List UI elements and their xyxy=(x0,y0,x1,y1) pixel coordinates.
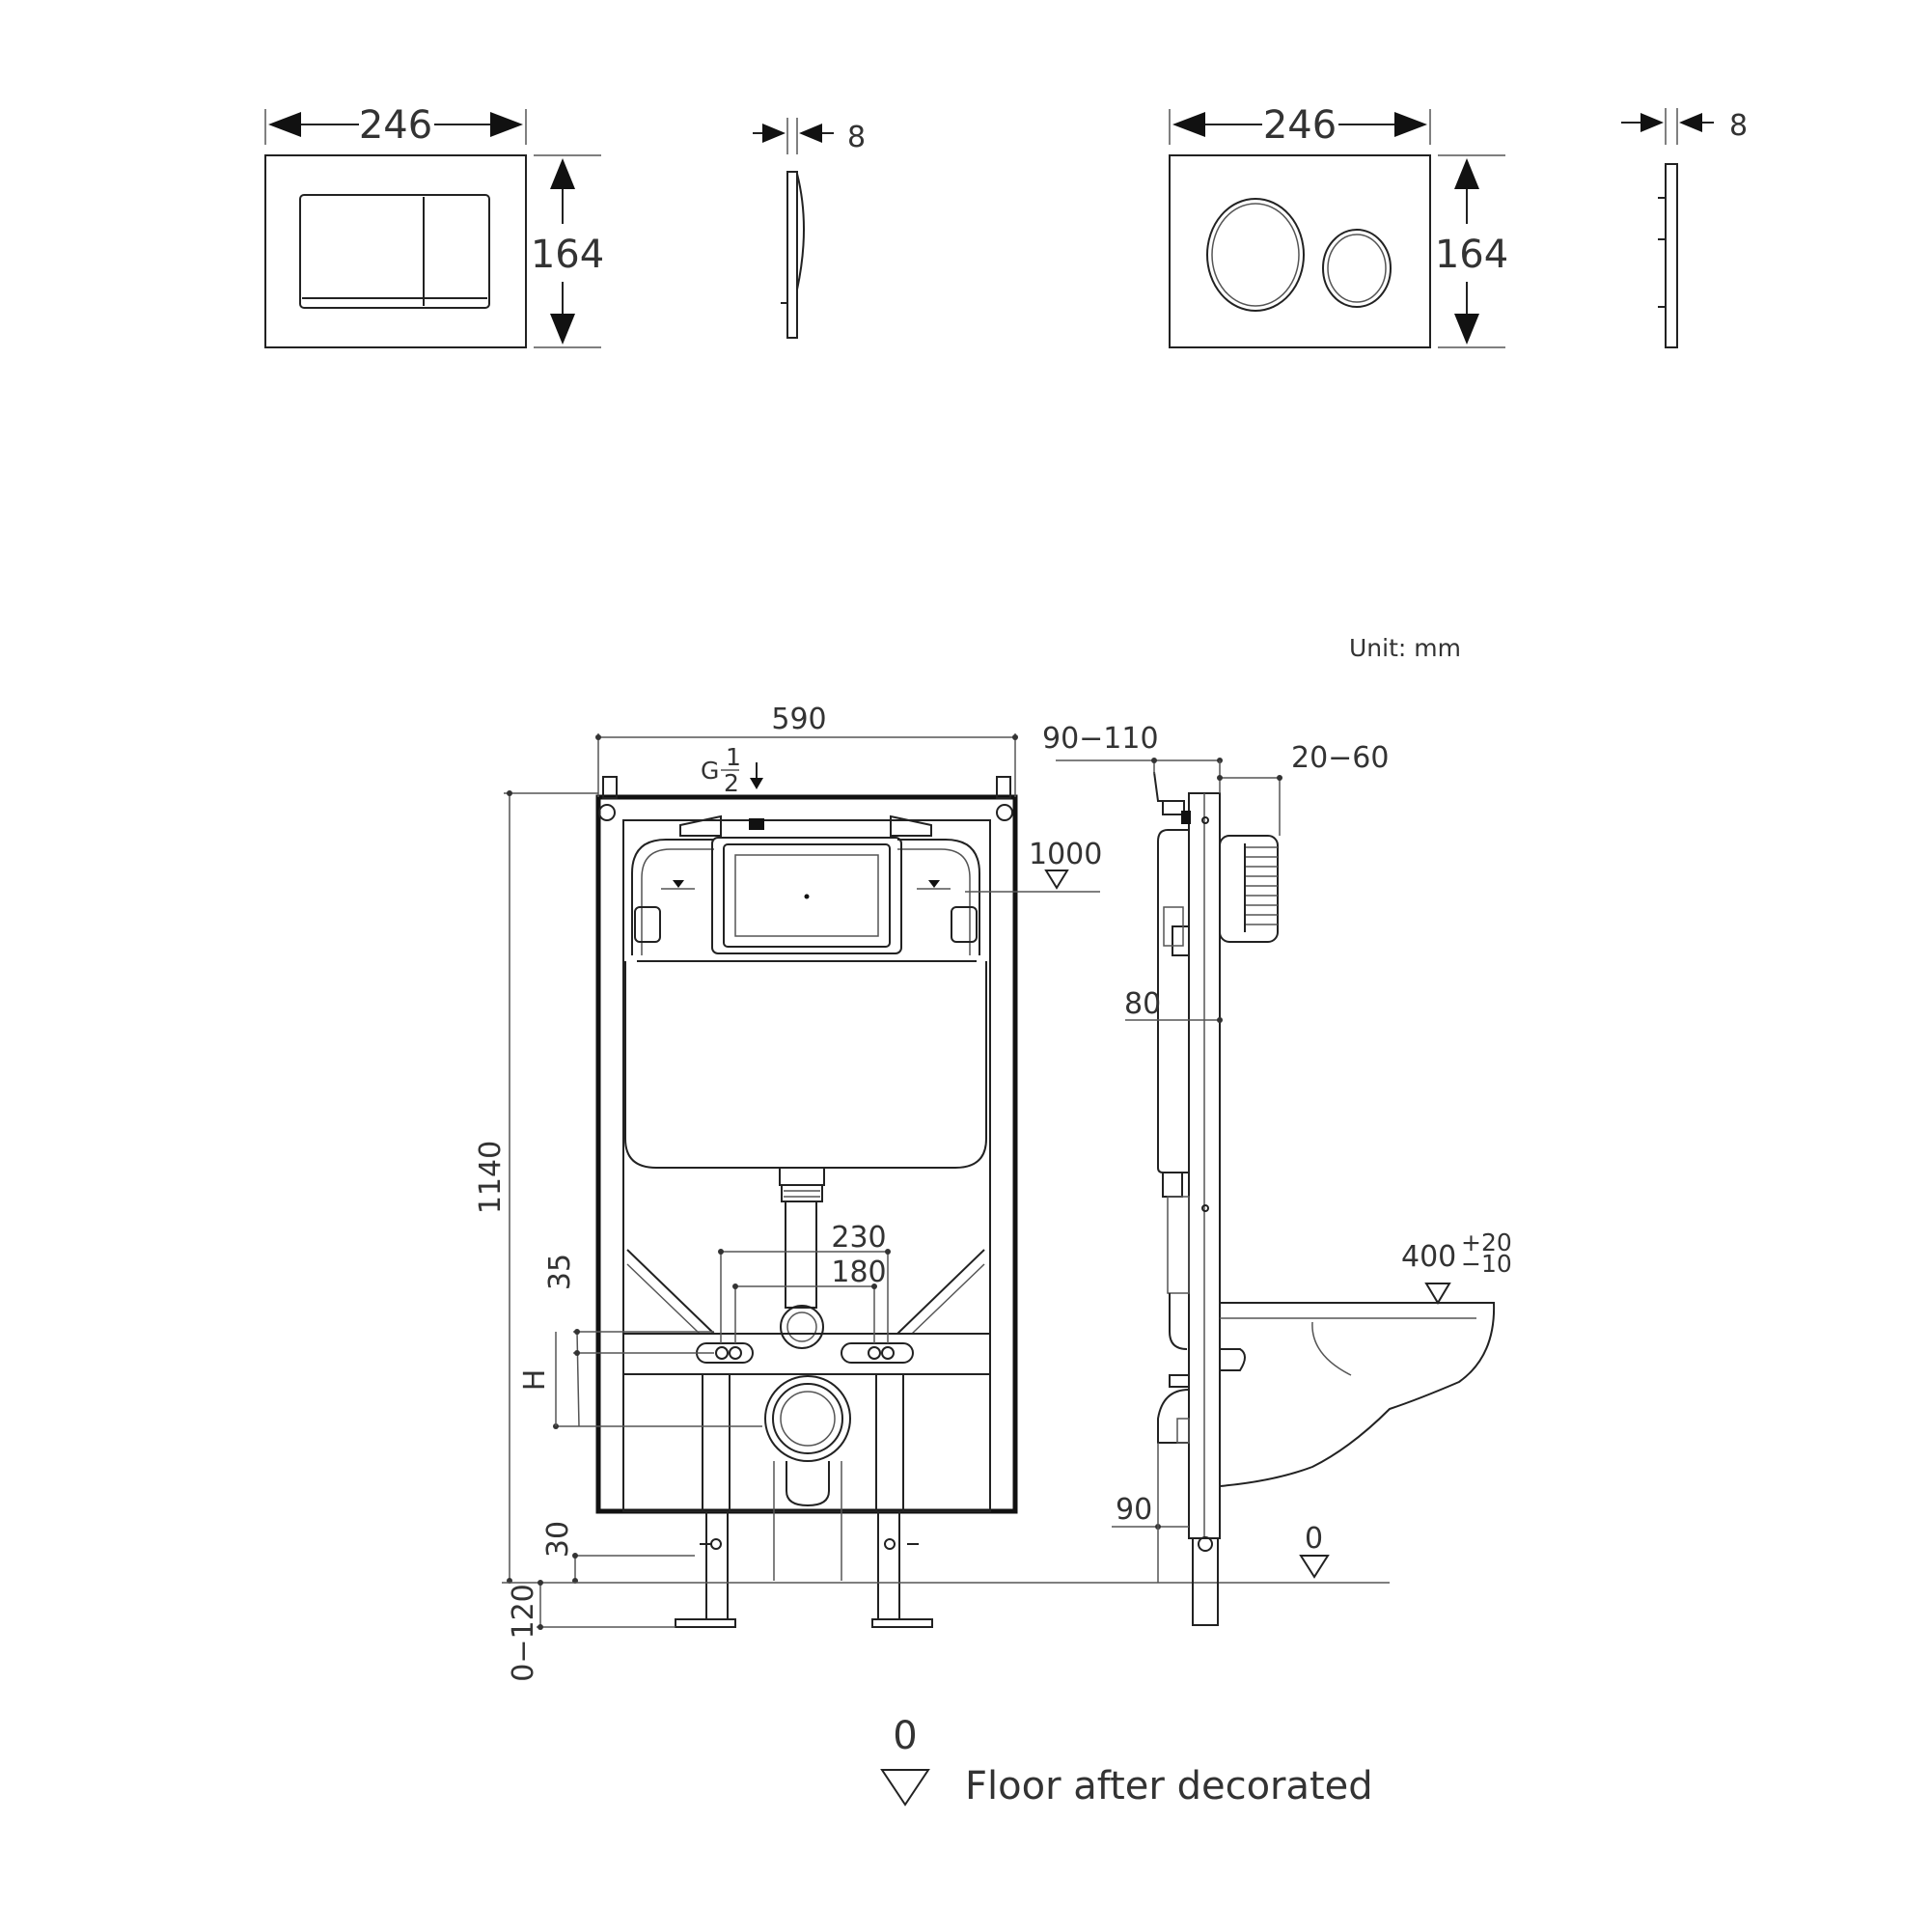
bowl-tol-plus: +20 xyxy=(1461,1228,1512,1256)
round-plate-front-view: 246 164 xyxy=(1169,103,1508,348)
inlet-label: G xyxy=(701,757,719,785)
dim-35-label: 35 xyxy=(543,1254,577,1290)
wall-range-label: 20−60 xyxy=(1291,741,1389,775)
bowl-height-label: 400 xyxy=(1401,1240,1456,1274)
rect-plate-depth-label: 8 xyxy=(847,121,866,154)
legend-label: Floor after decorated xyxy=(965,1764,1373,1808)
offset-80-label: 80 xyxy=(1124,987,1161,1021)
rect-plate-side-view: 8 xyxy=(753,118,866,339)
dim-h-label: H xyxy=(518,1369,552,1392)
inlet-fraction-num: 1 xyxy=(726,743,741,771)
rect-plate-width-label: 246 xyxy=(359,103,432,148)
unit-label: Unit: mm xyxy=(1349,634,1461,662)
dim-90-label: 90 xyxy=(1116,1493,1152,1527)
spacing-180-label: 180 xyxy=(831,1256,886,1289)
plate-height-label: 1000 xyxy=(1029,838,1102,871)
rect-plate-height-label: 164 xyxy=(531,233,604,277)
depth-range-label: 90−110 xyxy=(1042,722,1159,756)
leg-range-label: 0−120 xyxy=(507,1584,540,1681)
inlet-fraction-den: 2 xyxy=(724,769,739,797)
round-plate-height-label: 164 xyxy=(1435,233,1508,277)
dim-30-label: 30 xyxy=(541,1521,575,1558)
spacing-230-label: 230 xyxy=(831,1221,886,1255)
frame-height-label: 1140 xyxy=(474,1141,508,1214)
round-plate-depth-label: 8 xyxy=(1729,109,1748,143)
round-plate-side-view: 8 xyxy=(1621,108,1748,348)
rect-plate-front-view: 246 164 xyxy=(264,103,604,348)
bowl-tol-minus: −10 xyxy=(1461,1250,1512,1278)
frame-width-label: 590 xyxy=(771,703,826,736)
round-plate-width-label: 246 xyxy=(1263,103,1337,148)
frame-side-view: 400 +20 −10 90−110 20−60 80 90 0 xyxy=(1042,722,1512,1626)
floor-zero-label: 0 xyxy=(1305,1522,1323,1556)
floor-legend: 0 Floor after decorated xyxy=(880,1714,1373,1808)
legend-zero: 0 xyxy=(893,1714,917,1758)
frame-front-view: G 1 2 590 1140 1000 230 180 xyxy=(474,703,1390,1682)
